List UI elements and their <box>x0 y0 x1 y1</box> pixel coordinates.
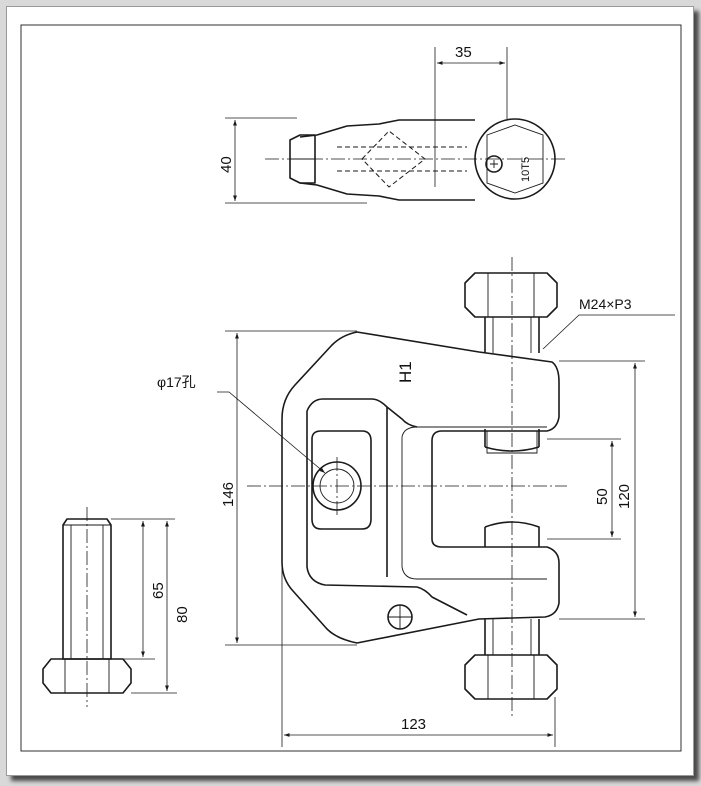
hole-housing <box>311 430 372 530</box>
drawing-frame: 10T5 35 40 <box>6 6 694 776</box>
dim-top-height: 40 <box>218 156 235 173</box>
dim-total-width: 123 <box>401 716 426 733</box>
body-marking: H1 <box>396 361 415 383</box>
dim-top-width: 35 <box>455 44 472 61</box>
dim-jaw-opening: 50 <box>594 488 611 505</box>
bolt-view: 65 80 <box>42 507 191 707</box>
thread-label: M24×P3 <box>579 296 632 312</box>
dim-bolt-shank: 65 <box>150 582 167 599</box>
hole-label: φ17孔 <box>157 374 196 390</box>
dim-total-height: 146 <box>220 482 237 507</box>
technical-drawing: 10T5 35 40 <box>20 24 682 752</box>
top-view-marking: 10T5 <box>520 157 532 182</box>
dim-bolt-total: 80 <box>174 606 191 623</box>
top-view: 10T5 35 40 <box>218 44 567 204</box>
top-hex-nut <box>464 272 558 318</box>
dim-jaw-outer: 120 <box>616 484 633 509</box>
clamp-body <box>281 331 560 644</box>
front-view: H1 M24×P3 φ17孔 146 50 120 123 <box>157 257 675 747</box>
bolt-head <box>42 658 132 694</box>
drawing-border <box>20 24 682 752</box>
bottom-hex-nut <box>464 654 558 700</box>
top-view-hole <box>485 155 503 173</box>
